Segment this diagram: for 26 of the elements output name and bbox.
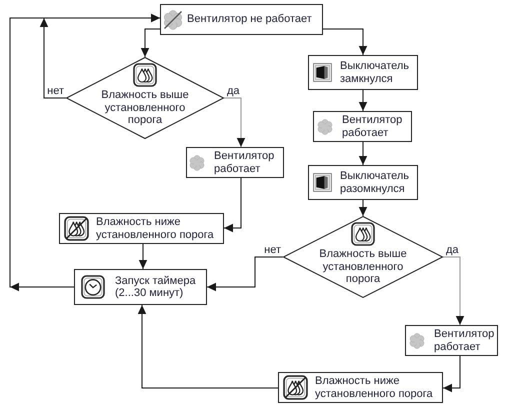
process-box <box>278 372 443 403</box>
edge-label: да <box>446 245 459 256</box>
process-box <box>308 165 418 200</box>
step-text: Выключатель разомкнулся <box>340 170 410 195</box>
process-box <box>186 147 284 178</box>
edge-label: нет <box>47 86 64 97</box>
process-box <box>308 55 418 90</box>
process-box <box>313 111 412 142</box>
step-text: Выключатель замкнулся <box>340 60 410 85</box>
decision-diamond <box>66 57 224 139</box>
condition-text: Влажность выше установленного порога <box>318 248 408 286</box>
condition-text: Влажность выше установленного порога <box>100 89 190 126</box>
step-text: Вентилятор работает <box>214 150 276 175</box>
edge-label: да <box>227 86 240 97</box>
step-text: Влажность ниже установленного порога <box>315 375 434 400</box>
process-box <box>405 325 498 356</box>
step-text: Вентилятор не работает <box>187 13 313 26</box>
step-text: Влажность ниже установленного порога <box>96 216 215 241</box>
edge-label: нет <box>264 245 281 256</box>
process-box <box>160 4 323 35</box>
process-box <box>59 213 224 244</box>
step-text: Вентилятор работает <box>434 328 496 353</box>
decision-diamond <box>283 216 443 298</box>
step-text: Запуск таймера (2...30 минут) <box>115 274 197 300</box>
step-text: Вентилятор работает <box>342 114 404 139</box>
process-box <box>74 269 207 305</box>
